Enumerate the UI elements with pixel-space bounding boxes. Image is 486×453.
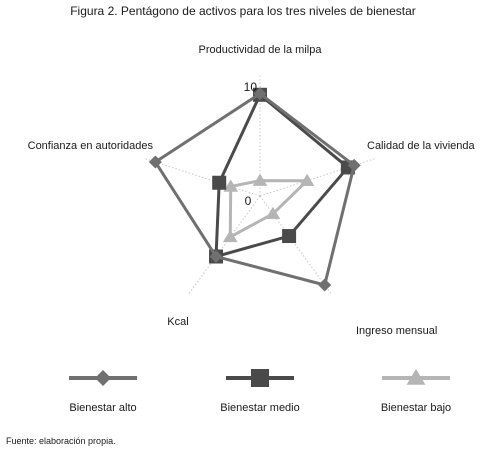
series-bienestar-alto bbox=[148, 87, 361, 292]
source-note: Fuente: elaboración propia. bbox=[6, 436, 116, 446]
tick-label: 10 bbox=[244, 80, 258, 94]
legend: Bienestar alto Bienestar medio Bienestar b… bbox=[69, 369, 451, 414]
series-line bbox=[214, 93, 350, 259]
triangle-marker bbox=[406, 369, 426, 385]
chart-title: Figura 2. Pentágono de activos para los … bbox=[70, 4, 416, 18]
triangle-marker bbox=[299, 173, 315, 186]
triangle-marker bbox=[252, 173, 268, 186]
triangle-marker bbox=[223, 179, 239, 192]
diamond-marker bbox=[253, 87, 267, 101]
radar-spoke bbox=[188, 195, 261, 295]
series-line bbox=[153, 92, 356, 287]
radar-spoke bbox=[259, 158, 376, 197]
axis-label: Confianza en autoridades bbox=[28, 140, 154, 152]
series-bienestar-bajo bbox=[222, 173, 315, 243]
legend-label: Bienestar medio bbox=[220, 402, 300, 414]
square-marker bbox=[251, 369, 269, 387]
diamond-marker bbox=[318, 278, 332, 292]
square-marker bbox=[212, 175, 227, 190]
triangle-marker bbox=[265, 206, 281, 220]
radar-spokes bbox=[144, 75, 376, 295]
diamond-marker bbox=[209, 250, 223, 264]
diamond-marker bbox=[347, 158, 361, 172]
legend-item: Bienestar alto bbox=[69, 370, 137, 414]
axis-label: Kcal bbox=[167, 316, 188, 328]
legend-label: Bienestar bajo bbox=[381, 402, 451, 414]
axis-label: Ingreso mensual bbox=[356, 325, 437, 337]
radar-spoke bbox=[259, 195, 332, 295]
diamond-marker bbox=[95, 370, 111, 386]
tick-label: 0 bbox=[245, 194, 252, 208]
radar-series bbox=[148, 87, 361, 292]
axis-label: Calidad de la vivienda bbox=[367, 140, 476, 152]
legend-item: Bienestar bajo bbox=[381, 369, 451, 414]
radar-spoke bbox=[144, 158, 261, 197]
square-marker bbox=[282, 229, 297, 244]
legend-label: Bienestar alto bbox=[69, 402, 136, 414]
radar-ticks: 10 0 bbox=[244, 80, 258, 208]
diamond-marker bbox=[148, 155, 162, 169]
legend-item: Bienestar medio bbox=[220, 369, 300, 414]
axis-label: Productividad de la milpa bbox=[199, 44, 323, 56]
series-line bbox=[228, 179, 309, 239]
triangle-marker bbox=[222, 229, 238, 243]
